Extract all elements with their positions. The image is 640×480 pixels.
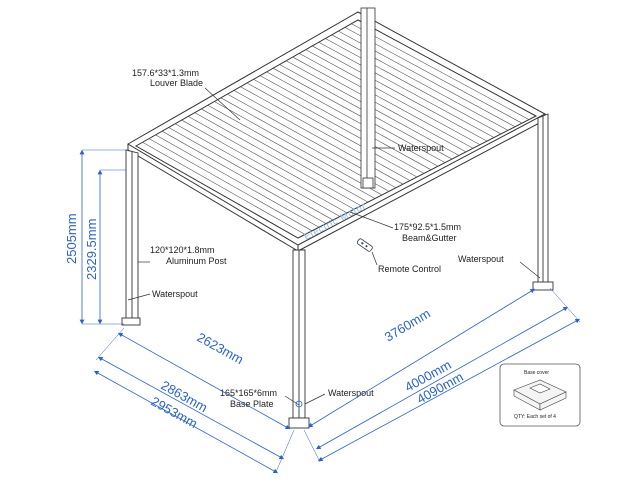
louver-blade	[312, 45, 488, 142]
louver-blade	[194, 112, 362, 206]
waterspout-left-label: Waterspout	[152, 289, 198, 299]
dimension-lines	[79, 149, 581, 474]
louver-blade	[305, 49, 481, 145]
remote-control-label: Remote Control	[378, 264, 441, 274]
louver-blade	[155, 134, 320, 228]
motor-beam	[360, 7, 376, 189]
louver-blade	[259, 75, 432, 171]
waterspout-top-label: Waterspout	[398, 143, 444, 153]
width-inner-dimension: 2623mm	[195, 330, 247, 368]
waterspout-right-label: Waterspout	[458, 254, 504, 264]
beam-size-label: 175*92.5*1.5mm	[394, 222, 461, 232]
base-cover-inset: Base cover QTY: Each set of 4	[499, 363, 581, 427]
base-size-label: 165*165*6mm	[220, 388, 277, 398]
louver-blade	[246, 82, 418, 178]
remote-control-icon	[356, 238, 373, 252]
louver-blade	[148, 138, 313, 232]
louver-blade	[318, 41, 495, 138]
waterspout-marker-icon	[295, 400, 303, 410]
length-inner-dimension: 3760mm	[382, 306, 433, 345]
post-name-label: Aluminum Post	[166, 256, 227, 266]
louver-blade	[161, 130, 327, 224]
louver-blade	[207, 104, 376, 199]
louver-blade	[272, 67, 446, 163]
inset-qty: QTY: Each set of 4	[514, 414, 556, 420]
louver-blade	[142, 142, 306, 235]
louver-name-label: Louver Blade	[150, 78, 203, 88]
louver-blade	[299, 53, 474, 149]
beam-name-label: Beam&Gutter	[402, 233, 457, 243]
louver-blade	[168, 127, 334, 221]
roof-frame	[127, 11, 547, 252]
louver-blade	[253, 79, 425, 174]
base-cover-icon	[513, 379, 567, 411]
height-outer-dimension: 2505mm	[64, 213, 79, 264]
louver-blade	[240, 86, 411, 181]
louver-blade	[188, 116, 355, 210]
inset-title: Base cover	[524, 370, 549, 376]
louver-blade	[292, 56, 467, 153]
louver-blade	[181, 119, 348, 214]
louver-blade	[351, 23, 530, 120]
louver-blade	[325, 38, 502, 135]
louver-blade	[201, 108, 369, 203]
height-inner-dimension: 2329.5mm	[84, 219, 99, 280]
louver-blade	[175, 123, 341, 217]
post-size-label: 120*120*1.8mm	[150, 245, 215, 255]
posts	[121, 113, 554, 429]
louver-blade	[214, 101, 383, 196]
waterspout-bottom-label: Waterspout	[328, 388, 374, 398]
louver-blade	[266, 71, 439, 167]
louver-size-label: 157.6*33*1.3mm	[132, 68, 199, 78]
